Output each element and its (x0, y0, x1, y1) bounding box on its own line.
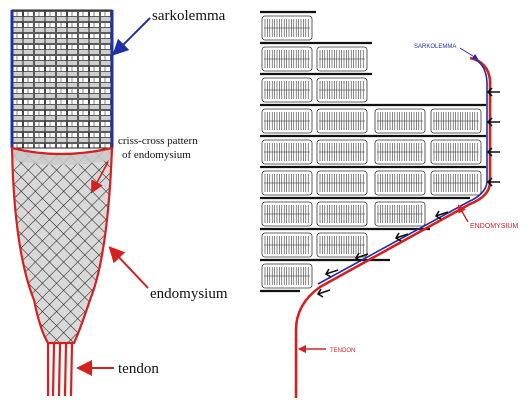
crisscross-label-line2: of endomysium (122, 149, 191, 161)
attachment-arrows (316, 87, 500, 298)
right-labels: SARKOLEMMA ENDOMYSIUM TENDON (297, 44, 518, 354)
sarcomere-block (316, 108, 368, 134)
sarcomere-block (261, 108, 313, 134)
endomysium-mesh (12, 148, 112, 343)
endomysium-label: endomysium (150, 286, 228, 302)
left-muscle-fiber (10, 9, 114, 397)
sarcomere-block (374, 108, 426, 134)
endomysium-arrow (108, 246, 149, 289)
sarcomere-block (316, 77, 368, 103)
right-sarkolemma-label: SARKOLEMMA (414, 44, 456, 50)
right-endomysium-curve (294, 56, 492, 398)
sarcomere-block (316, 170, 368, 196)
sarcomere-block (261, 77, 313, 103)
striated-fiber-body (11, 9, 113, 149)
left-labels: sarkolemma criss-cross pattern of endomy… (76, 8, 228, 377)
sarcomere-block (374, 139, 426, 165)
sarkolemma-arrow (112, 17, 151, 56)
right-membranes (294, 56, 500, 398)
endomysium-outline (10, 146, 114, 345)
sarcomere-block (316, 232, 368, 258)
sarcomere-block (374, 170, 426, 196)
transition-band (12, 148, 112, 165)
crisscross-arrow (90, 161, 109, 194)
right-myofibril-grid (260, 10, 486, 293)
crisscross-label-line1: criss-cross pattern (118, 135, 198, 147)
sarcomere-block (430, 170, 482, 196)
sarcomere-block (430, 108, 482, 134)
sarcomere-block (261, 201, 313, 227)
sarcomere-block (261, 232, 313, 258)
tendon-strands (46, 342, 74, 397)
sarcomere-block (261, 139, 313, 165)
sarcomere-block (316, 139, 368, 165)
sarcomere-block (261, 46, 313, 72)
sarcomere-block (316, 201, 368, 227)
right-sarkolemma-arrow (459, 47, 479, 60)
tendon-label: tendon (118, 361, 159, 377)
right-endomysium-label: ENDOMYSIUM (470, 223, 518, 230)
sarkolemma-label: sarkolemma (152, 8, 226, 24)
sarcomere-block (261, 263, 313, 289)
sarcomere-block (374, 201, 426, 227)
sarcomere-block (261, 15, 313, 41)
right-tendon-label: TENDON (330, 348, 355, 354)
sarcomere-block (316, 46, 368, 72)
right-endomysium-arrow (457, 204, 469, 223)
sarcomere-block (430, 139, 482, 165)
sarcomere-block (261, 170, 313, 196)
